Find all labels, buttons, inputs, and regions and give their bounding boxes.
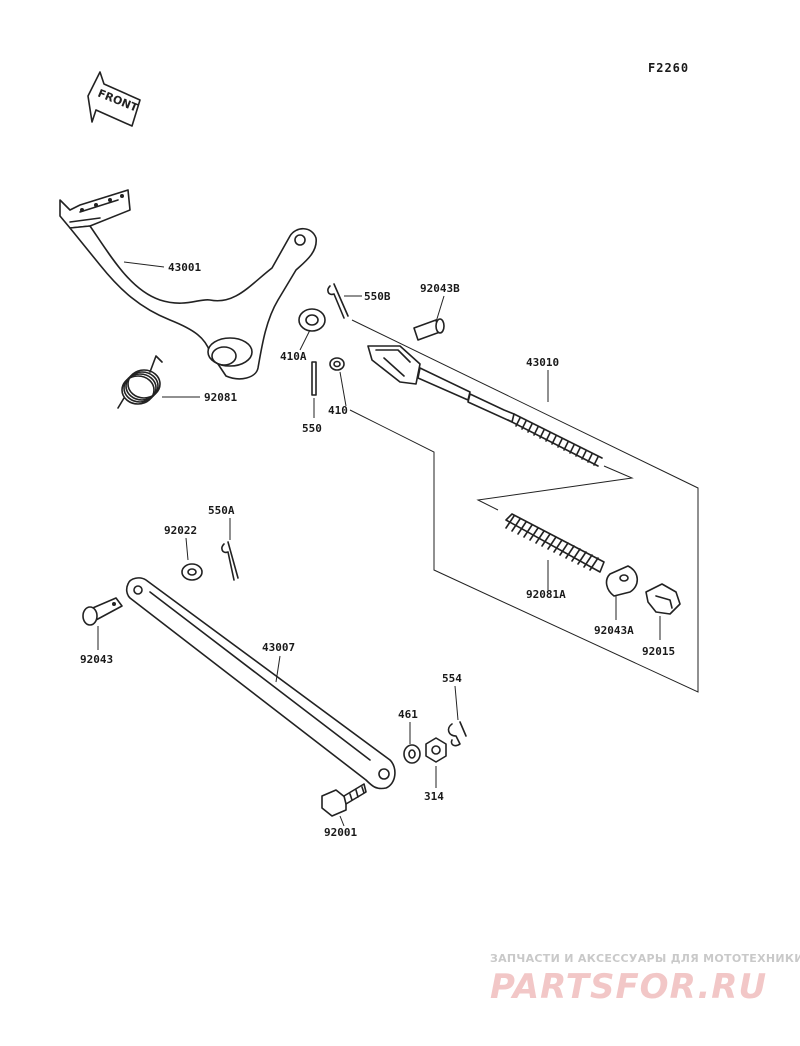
label-92043b: 92043B (420, 282, 460, 295)
label-92001: 92001 (324, 826, 357, 839)
label-43010: 43010 (526, 356, 559, 369)
cotter-pin-550b (327, 283, 349, 319)
brake-link-43007 (125, 577, 396, 790)
washer-410 (329, 357, 345, 371)
label-92043: 92043 (80, 653, 113, 666)
label-550b: 550B (364, 290, 391, 303)
watermark: ЗАПЧАСТИ И АКСЕССУАРЫ ДЛЯ МОТОТЕХНИКИ PA… (490, 952, 800, 1007)
nut-314 (425, 737, 447, 763)
label-410a: 410A (280, 350, 307, 363)
assembly-box (349, 319, 699, 693)
adjusting-nut-92015 (645, 583, 681, 615)
clip-554 (447, 721, 467, 747)
watermark-logo: PARTSFOR.RU (490, 967, 767, 1007)
label-43007: 43007 (262, 641, 295, 654)
watermark-tagline: ЗАПЧАСТИ И АКСЕССУАРЫ ДЛЯ МОТОТЕХНИКИ (490, 952, 800, 965)
label-92043a: 92043A (594, 624, 634, 637)
leader-lines (97, 261, 661, 827)
part-labels: 43001 92081 550B 410A 550 410 92043B 430… (80, 261, 675, 839)
collar-92043a (605, 565, 639, 597)
label-92022: 92022 (164, 524, 197, 537)
front-arrow-icon: FRONT (87, 71, 141, 127)
label-92081: 92081 (204, 391, 237, 404)
label-410: 410 (328, 404, 348, 417)
diagram-code: F2260 (648, 61, 689, 75)
return-spring (117, 355, 163, 409)
washer-92022 (181, 563, 203, 581)
label-92015: 92015 (642, 645, 675, 658)
label-554: 554 (442, 672, 462, 685)
brake-rod-43010 (367, 345, 603, 467)
pin-550 (311, 361, 317, 396)
label-550: 550 (302, 422, 322, 435)
brake-pedal (59, 189, 317, 380)
washer-410a (298, 308, 326, 332)
label-314: 314 (424, 790, 444, 803)
label-550a: 550A (208, 504, 235, 517)
clevis-pin-92043 (82, 597, 123, 626)
label-92081a: 92081A (526, 588, 566, 601)
clevis-pin-92043b (413, 318, 445, 341)
bolt-92001 (321, 783, 367, 817)
cotter-pin-550a (221, 541, 239, 581)
rod-spring-92081a (505, 513, 605, 573)
label-461: 461 (398, 708, 418, 721)
label-43001: 43001 (168, 261, 201, 274)
washer-461 (403, 744, 421, 764)
